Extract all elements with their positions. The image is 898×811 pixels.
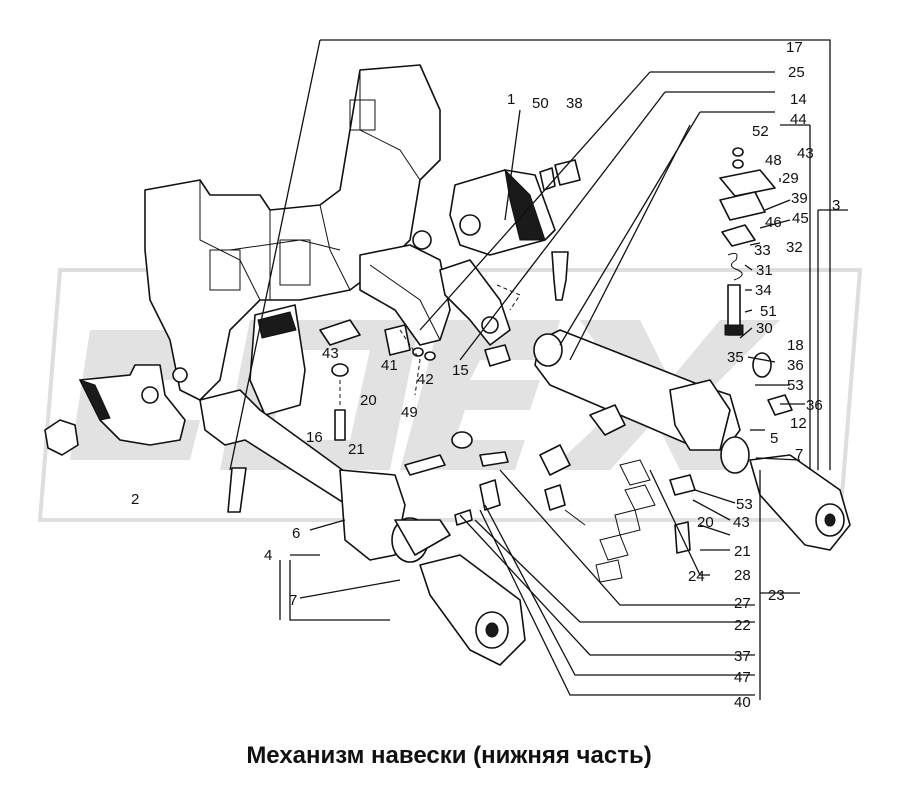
label-2: 2	[131, 491, 139, 508]
label-32: 32	[786, 239, 803, 256]
label-27: 27	[734, 595, 751, 612]
part-labels: 17 25 14 44 52 1 50 38 43 48 29 39 46 45…	[131, 39, 840, 711]
label-3: 3	[832, 197, 840, 214]
bracket-part-2	[44, 364, 186, 456]
label-48: 48	[765, 152, 782, 169]
label-41: 41	[381, 357, 398, 374]
label-23: 23	[768, 587, 785, 604]
middle-hardware	[331, 324, 696, 583]
label-50: 50	[532, 95, 549, 112]
label-15: 15	[452, 362, 469, 379]
bracket-part-15	[359, 244, 511, 367]
label-43-top: 43	[797, 145, 814, 162]
label-12: 12	[790, 415, 807, 432]
label-20-left: 20	[360, 392, 377, 409]
lower-link-left	[199, 389, 526, 666]
label-47: 47	[734, 669, 751, 686]
label-53-lower: 53	[736, 496, 753, 513]
label-21-right: 21	[734, 543, 751, 560]
label-38: 38	[566, 95, 583, 112]
exploded-assembly-drawing: 17 25 14 44 52 1 50 38 43 48 29 39 46 45…	[37, 39, 863, 711]
label-51: 51	[760, 303, 777, 320]
label-44: 44	[790, 111, 807, 128]
label-42: 42	[417, 371, 434, 388]
label-18: 18	[787, 337, 804, 354]
label-17: 17	[786, 39, 803, 56]
label-22: 22	[734, 617, 751, 634]
label-36-lower: 36	[806, 397, 823, 414]
label-53-upper: 53	[787, 377, 804, 394]
label-28: 28	[734, 567, 751, 584]
label-35: 35	[727, 349, 744, 366]
label-25: 25	[788, 64, 805, 81]
label-14: 14	[790, 91, 807, 108]
diagram-caption: Механизм навески (нижняя часть)	[246, 742, 652, 769]
label-6: 6	[292, 525, 300, 542]
label-24: 24	[688, 568, 705, 585]
label-16: 16	[306, 429, 323, 446]
label-37: 37	[734, 648, 751, 665]
label-29: 29	[782, 170, 799, 187]
label-49: 49	[401, 404, 418, 421]
label-34: 34	[755, 282, 772, 299]
label-21-left: 21	[348, 441, 365, 458]
label-52: 52	[752, 123, 769, 140]
label-46: 46	[765, 214, 782, 231]
frame-bracket	[144, 64, 441, 401]
bracket-part-16	[249, 304, 361, 416]
dashed-guides	[339, 284, 521, 405]
label-20-right: 20	[697, 514, 714, 531]
label-40: 40	[734, 694, 751, 711]
label-39: 39	[791, 190, 808, 207]
lower-link-right	[533, 329, 851, 551]
label-7-left: 7	[289, 592, 297, 609]
label-31: 31	[756, 262, 773, 279]
label-45: 45	[792, 210, 809, 227]
label-33: 33	[754, 242, 771, 259]
label-43-mid: 43	[322, 345, 339, 362]
label-1: 1	[507, 91, 515, 108]
label-4: 4	[264, 547, 272, 564]
label-7-right: 7	[795, 446, 803, 463]
leader-lines	[229, 39, 848, 700]
bracket-part-1	[449, 159, 581, 301]
label-36-upper: 36	[787, 357, 804, 374]
label-30: 30	[756, 320, 773, 337]
label-43-lower: 43	[733, 514, 750, 531]
label-5: 5	[770, 430, 778, 447]
